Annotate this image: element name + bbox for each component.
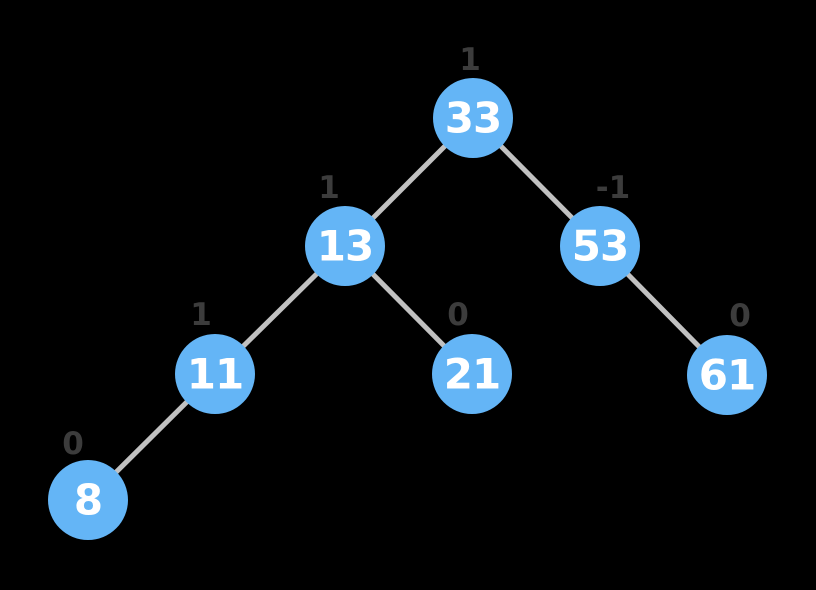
node-value: 8 <box>74 476 102 525</box>
node-value: 11 <box>187 350 243 399</box>
tree-node-21: 21 <box>432 334 512 414</box>
balance-factor-label: -1 <box>596 170 630 206</box>
balance-factor-label: 0 <box>62 426 84 462</box>
node-value: 33 <box>445 94 501 143</box>
node-circle <box>560 206 640 286</box>
node-circle <box>175 334 255 414</box>
balance-factor-label: 0 <box>447 297 469 333</box>
node-value: 21 <box>444 350 500 399</box>
tree-node-8: 8 <box>48 460 128 540</box>
tree-node-53: 53 <box>560 206 640 286</box>
node-circle <box>687 335 767 415</box>
balance-factor-label: 1 <box>318 170 340 206</box>
tree-node-61: 61 <box>687 335 767 415</box>
balance-factor-label: 1 <box>459 42 481 78</box>
tree-edges <box>86 116 729 502</box>
node-value: 53 <box>572 222 628 271</box>
tree-node-33: 33 <box>433 78 513 158</box>
node-circle <box>48 460 128 540</box>
balance-factor-label: 1 <box>190 297 212 333</box>
node-value: 61 <box>699 351 755 400</box>
tree-node-11: 11 <box>175 334 255 414</box>
tree-node-13: 13 <box>305 206 385 286</box>
node-circle <box>433 78 513 158</box>
node-circle <box>305 206 385 286</box>
balance-factor-label: 0 <box>729 298 751 334</box>
node-circle <box>432 334 512 414</box>
node-value: 13 <box>317 222 373 271</box>
